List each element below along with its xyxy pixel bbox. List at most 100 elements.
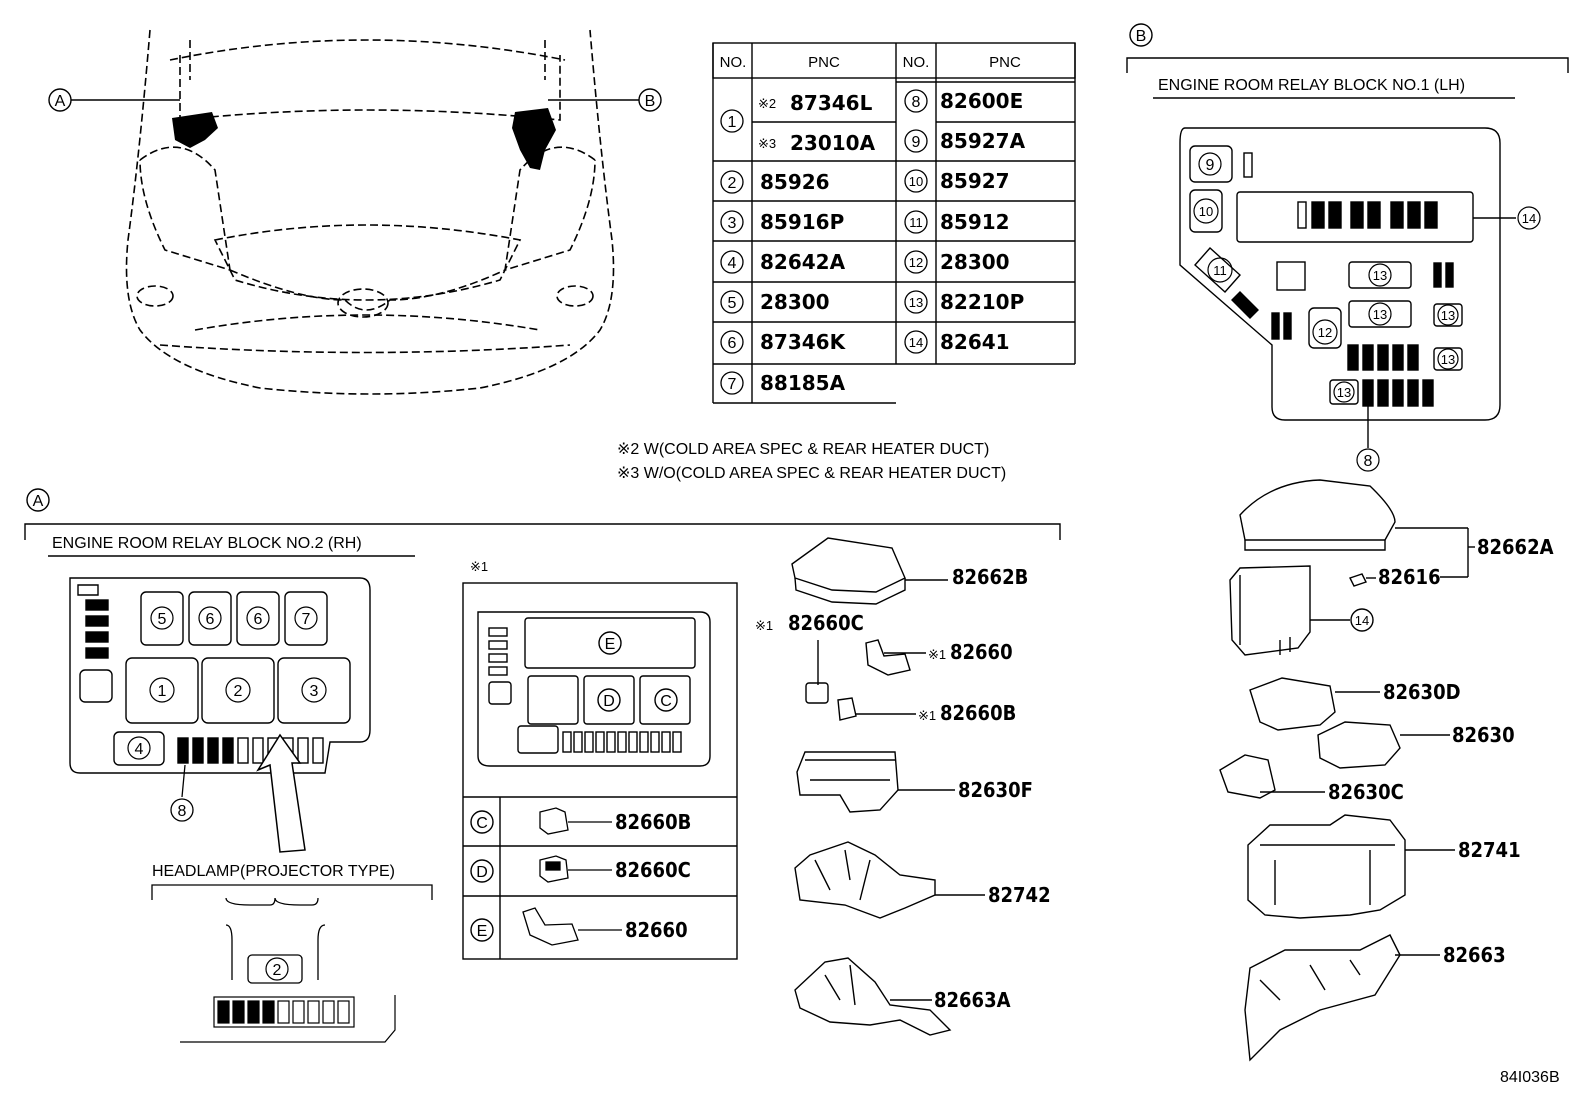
inset-row-c-letter: C xyxy=(476,815,488,832)
section-a-marker-label: A xyxy=(33,493,44,510)
table-right-rows: 8 82600E 9 85927A 10 85927 11 85912 12 2… xyxy=(909,89,1026,354)
row-4-pnc: 82642A xyxy=(760,250,846,274)
figure-id: 84I036B xyxy=(1500,1069,1560,1086)
row-9-pnc: 85927A xyxy=(940,129,1026,153)
fuse-callout-8-a-label: 8 xyxy=(178,803,187,820)
part-82660b-note: ※1 xyxy=(918,708,936,723)
table-no-circles xyxy=(720,89,928,395)
inset-marker: ※1 xyxy=(470,559,488,574)
table-left-rows: 1 ※2 87346L ※3 23010A 2 85926 3 85916P 4… xyxy=(728,91,876,395)
inset-pnc-82660: 82660 xyxy=(625,918,688,942)
section-a-bracket xyxy=(24,523,1061,540)
row-11-no: 11 xyxy=(909,215,923,230)
relay-4: 4 xyxy=(135,741,144,758)
b-callout-13e: 13 xyxy=(1337,385,1351,400)
note-2: ※2 W(COLD AREA SPEC & REAR HEATER DUCT) xyxy=(617,441,989,458)
row-7-no: 7 xyxy=(728,376,737,393)
b-callout-12: 12 xyxy=(1318,325,1332,340)
headlamp-relay-num: 2 xyxy=(273,962,282,979)
row-13-pnc: 82210P xyxy=(940,290,1024,314)
b-callout-9: 9 xyxy=(1206,157,1215,174)
section-b-parts-drawings xyxy=(1219,479,1475,1062)
table-header-no-right: NO. xyxy=(903,54,930,71)
part-82630f: 82630F xyxy=(958,778,1033,802)
part-14-callout: 14 xyxy=(1355,613,1369,628)
row-10-pnc: 85927 xyxy=(940,169,1010,193)
part-82660-note: ※1 xyxy=(928,647,946,662)
row-1a-note: ※2 xyxy=(758,96,776,111)
inset-frame xyxy=(462,582,738,960)
section-a-marker: A xyxy=(26,488,50,512)
row-10-no: 10 xyxy=(909,174,923,189)
b-callout-13b: 13 xyxy=(1373,307,1387,322)
inset-letter-d: D xyxy=(603,693,615,710)
inset-pnc-82660c: 82660C xyxy=(615,858,691,882)
part-82660b: 82660B xyxy=(940,701,1016,725)
section-a-parts-labels: 82662B ※1 82660C ※1 82660 ※1 82660B 8263… xyxy=(755,565,1051,1012)
row-1b-pnc: 23010A xyxy=(790,131,876,155)
relay-6b: 6 xyxy=(254,611,263,628)
relay-3: 3 xyxy=(310,683,319,700)
row-14-pnc: 82641 xyxy=(940,330,1010,354)
inset-row-pnc: 82660B 82660C 82660 xyxy=(615,810,691,942)
section-a-title: ENGINE ROOM RELAY BLOCK NO.2 (RH) xyxy=(52,535,362,552)
relay-5: 5 xyxy=(158,611,167,628)
b-callout-13c: 13 xyxy=(1441,308,1455,323)
relay-block-location-a xyxy=(172,108,556,170)
row-11-pnc: 85912 xyxy=(940,210,1010,234)
row-8-pnc: 82600E xyxy=(940,89,1023,113)
part-82662b: 82662B xyxy=(952,565,1028,589)
row-6-no: 6 xyxy=(728,335,737,352)
row-3-pnc: 85916P xyxy=(760,210,844,234)
inset-row-d-letter: D xyxy=(476,864,488,881)
relay-block-no1 xyxy=(1179,127,1516,448)
inset-letter-e: E xyxy=(605,636,616,653)
car-callout-a: A xyxy=(48,88,180,112)
row-5-no: 5 xyxy=(728,295,737,312)
row-4-no: 4 xyxy=(728,255,737,272)
row-1-no: 1 xyxy=(728,114,737,131)
part-82660c: 82660C xyxy=(788,611,864,635)
table-header-pnc-right: PNC xyxy=(989,54,1021,71)
section-a-parts-drawings xyxy=(791,537,985,1036)
b-callout-13d: 13 xyxy=(1441,352,1455,367)
part-82742: 82742 xyxy=(988,883,1051,907)
section-b-marker: B xyxy=(1129,23,1153,47)
inset-letters: E D C C D E xyxy=(476,636,672,940)
table-header-pnc-left: PNC xyxy=(808,54,840,71)
car-front-view xyxy=(125,29,615,395)
part-82663a: 82663A xyxy=(934,988,1011,1012)
row-6-pnc: 87346K xyxy=(760,330,847,354)
relay-6a: 6 xyxy=(206,611,215,628)
row-12-no: 12 xyxy=(909,255,923,270)
part-82630: 82630 xyxy=(1452,723,1515,747)
row-8-no: 8 xyxy=(912,94,921,111)
part-82630d: 82630D xyxy=(1383,680,1461,704)
row-2-pnc: 85926 xyxy=(760,170,830,194)
section-b-marker-label: B xyxy=(1136,28,1147,45)
relay-2: 2 xyxy=(234,683,243,700)
inset-row-parts xyxy=(522,807,622,946)
headlamp-relay-box xyxy=(247,954,303,984)
car-callout-a-label: A xyxy=(55,93,66,110)
b-callout-10: 10 xyxy=(1199,204,1213,219)
b-callout-8: 8 xyxy=(1364,453,1373,470)
b-callout-11: 11 xyxy=(1213,263,1227,278)
part-82660c-note: ※1 xyxy=(755,618,773,633)
row-12-pnc: 28300 xyxy=(940,250,1010,274)
row-5-pnc: 28300 xyxy=(760,290,830,314)
row-1a-pnc: 87346L xyxy=(790,91,873,115)
table-headers: NO. PNC NO. PNC xyxy=(720,54,1021,71)
part-82630c: 82630C xyxy=(1328,780,1404,804)
row-3-no: 3 xyxy=(728,215,737,232)
part-82741: 82741 xyxy=(1458,838,1521,862)
inset-letter-c: C xyxy=(660,693,672,710)
relay-block-no2-labels xyxy=(127,606,327,760)
inset-pnc-82660b: 82660B xyxy=(615,810,691,834)
row-2-no: 2 xyxy=(728,175,737,192)
headlamp-bracket xyxy=(151,884,433,980)
part-82616: 82616 xyxy=(1378,565,1441,589)
relay-1: 1 xyxy=(158,683,167,700)
row-13-no: 13 xyxy=(909,295,923,310)
